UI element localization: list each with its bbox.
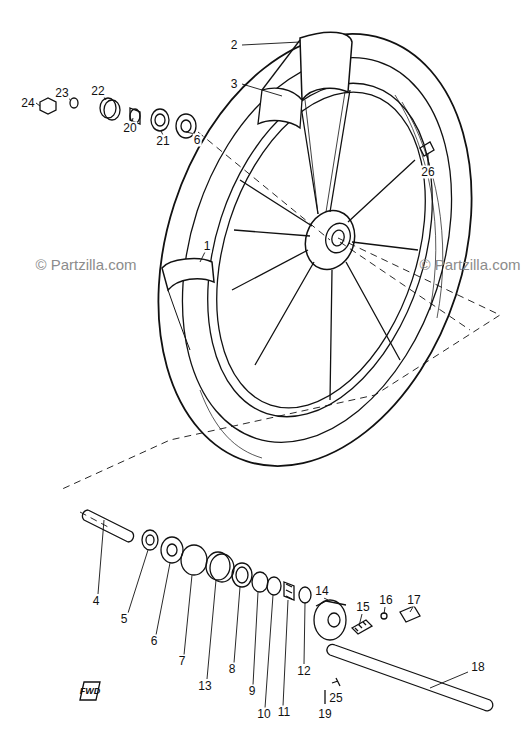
- callout-number: 6: [150, 635, 159, 648]
- callout-number: 23: [54, 87, 69, 100]
- callout-number: 13: [197, 680, 212, 693]
- upper-parts: [40, 98, 196, 138]
- watermark: © Partzilla.com: [34, 258, 137, 271]
- callout-number: 14: [314, 585, 329, 598]
- callout-number: 3: [230, 78, 239, 91]
- callout-number: 20: [122, 122, 137, 135]
- callout-number: 26: [420, 166, 435, 179]
- watermark: © Partzilla.com: [418, 258, 521, 271]
- callout-number: 10: [256, 708, 271, 721]
- callout-number: 8: [228, 663, 237, 676]
- callout-number: 5: [120, 613, 129, 626]
- callout-number: 12: [296, 665, 311, 678]
- callout-number: 1: [203, 240, 212, 253]
- callout-number: 11: [277, 706, 291, 719]
- callout-number: 7: [178, 655, 187, 668]
- callout-number: 21: [155, 135, 170, 148]
- callout-number: 16: [378, 594, 393, 607]
- explode-lines: [60, 132, 500, 528]
- callout-number: 24: [20, 97, 35, 110]
- lower-parts: [80, 510, 493, 711]
- front-wheel: [106, 0, 525, 507]
- direction-arrow-label: FWD: [79, 685, 102, 698]
- leader-lines: [36, 42, 468, 708]
- callout-number: 22: [90, 85, 105, 98]
- callout-number: 9: [248, 685, 257, 698]
- callout-number: 4: [92, 595, 101, 608]
- callout-number: 15: [355, 601, 370, 614]
- callout-number: 25: [328, 692, 343, 705]
- callout-number: 2: [230, 39, 239, 52]
- callout-number: 17: [406, 594, 421, 607]
- callout-number: 6: [193, 134, 202, 147]
- callout-number: 18: [470, 661, 485, 674]
- callout-number: 19: [317, 708, 332, 721]
